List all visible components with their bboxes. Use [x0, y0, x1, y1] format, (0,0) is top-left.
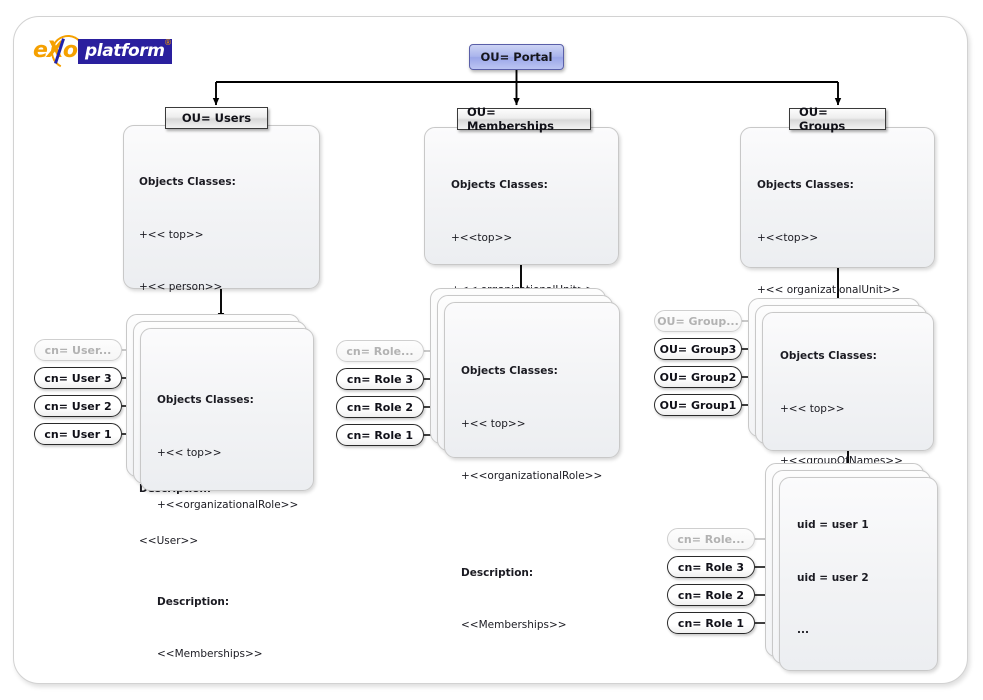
pill-label: cn= Role... — [346, 344, 414, 358]
pill-cn-user-3[interactable]: cn= User 3 — [34, 367, 122, 389]
logo-registered-mark: ® — [164, 38, 172, 47]
card-role-membership[interactable] — [444, 302, 620, 458]
pill-membership-cn-role-3[interactable]: cn= Role 3 — [667, 556, 755, 578]
pill-label: cn= Role 3 — [677, 560, 745, 574]
spacer — [157, 550, 309, 559]
card-ou-groups[interactable] — [740, 127, 935, 268]
object-class: +<<top>> — [451, 231, 513, 244]
pill-cn-user-1[interactable]: cn= User 1 — [34, 423, 122, 445]
object-class: +<<organizationalRole>> — [461, 470, 603, 482]
tab-ou-users[interactable]: OU= Users — [165, 107, 268, 129]
description-value: <<Memberships>> — [157, 648, 263, 660]
object-class: +<< top>> — [780, 402, 845, 415]
node-ou-portal-label: OU= Portal — [480, 50, 553, 64]
description-value: <<Memberships>> — [461, 619, 567, 631]
card-group-of-names[interactable] — [762, 312, 934, 451]
object-class: +<<organizationalRole>> — [157, 499, 299, 511]
uid-entry: uid = user 2 — [797, 571, 869, 584]
pill-membership-cn-role-ellipsis[interactable]: cn= Role... — [667, 528, 755, 550]
object-class: +<< top>> — [157, 446, 222, 459]
card-ou-memberships[interactable] — [424, 127, 619, 265]
uid-entry: uid = user 1 — [797, 519, 869, 531]
spacer — [797, 675, 937, 684]
tab-ou-groups[interactable]: OU= Groups — [789, 105, 886, 133]
objects-classes-label: Objects Classes: — [780, 350, 877, 362]
card-ou-users[interactable] — [123, 125, 320, 289]
pill-ou-group-3[interactable]: OU= Group3 — [654, 338, 742, 360]
pill-label: cn= User 2 — [44, 399, 112, 413]
spacer — [461, 521, 615, 530]
pill-label: cn= User 3 — [44, 371, 112, 385]
pill-membership-cn-role-2[interactable]: cn= Role 2 — [667, 584, 755, 606]
pill-label: OU= Group1 — [659, 398, 737, 412]
pill-ou-group-2[interactable]: OU= Group2 — [654, 366, 742, 388]
card-membership-uids-body: uid = user 1 uid = user 2 ... Objects Cl… — [797, 482, 937, 700]
pill-cn-role-ellipsis[interactable]: cn= Role... — [336, 340, 424, 362]
pill-cn-role-3[interactable]: cn= Role 3 — [336, 368, 424, 390]
objects-classes-label: Objects Classes: — [451, 179, 548, 191]
pill-ou-group-ellipsis[interactable]: OU= Group... — [654, 310, 742, 332]
object-class: +<< person>> — [139, 281, 223, 293]
pill-label: cn= Role 2 — [677, 588, 745, 602]
object-class: +<< top>> — [461, 417, 526, 430]
pill-label: cn= Role... — [677, 532, 745, 546]
card-user-membership-body: Objects Classes: +<< top>> +<<organizati… — [157, 357, 309, 699]
pill-membership-cn-role-1[interactable]: cn= Role 1 — [667, 612, 755, 634]
uid-entry: ... — [797, 624, 809, 636]
pill-label: OU= Group2 — [659, 370, 737, 384]
tab-ou-groups-label: OU= Groups — [799, 105, 846, 133]
pill-cn-role-2[interactable]: cn= Role 2 — [336, 396, 424, 418]
pill-cn-user-ellipsis[interactable]: cn= User... — [34, 339, 122, 361]
objects-classes-label: Objects Classes: — [139, 176, 236, 188]
objects-classes-label: Objects Classes: — [757, 179, 854, 191]
node-ou-portal[interactable]: OU= Portal — [469, 44, 564, 70]
pill-label: cn= Role 1 — [677, 616, 745, 630]
pill-label: cn= User 1 — [44, 427, 112, 441]
object-class: +<< top>> — [139, 228, 204, 241]
pill-cn-role-1[interactable]: cn= Role 1 — [336, 424, 424, 446]
description-label: Description: — [461, 566, 534, 579]
pill-label: cn= Role 1 — [346, 428, 414, 442]
objects-classes-label: Objects Classes: — [461, 365, 558, 377]
object-class: +<< organizationalUnit>> — [757, 284, 901, 296]
tab-ou-memberships-label: OU= Memberships — [467, 105, 554, 133]
pill-label: cn= Role 2 — [346, 400, 414, 414]
object-class: +<<top>> — [757, 231, 819, 244]
card-role-membership-body: Objects Classes: +<< top>> +<<organizati… — [461, 328, 615, 670]
description-label: Description: — [157, 595, 230, 608]
card-membership-uids[interactable] — [779, 477, 938, 671]
tab-ou-users-label: OU= Users — [181, 111, 252, 125]
description-value: <<User>> — [139, 535, 199, 547]
card-user-membership[interactable] — [140, 328, 314, 491]
pill-label: OU= Group... — [657, 314, 739, 328]
pill-cn-user-2[interactable]: cn= User 2 — [34, 395, 122, 417]
exo-platform-logo: eXo platform ® — [33, 30, 173, 74]
pill-label: OU= Group3 — [659, 342, 737, 356]
objects-classes-label: Objects Classes: — [157, 394, 254, 406]
tab-ou-memberships[interactable]: OU= Memberships — [457, 105, 591, 133]
logo-platform-text: platform — [78, 39, 172, 64]
pill-label: cn= Role 3 — [346, 372, 414, 386]
pill-ou-group-1[interactable]: OU= Group1 — [654, 394, 742, 416]
pill-label: cn= User... — [44, 343, 112, 357]
